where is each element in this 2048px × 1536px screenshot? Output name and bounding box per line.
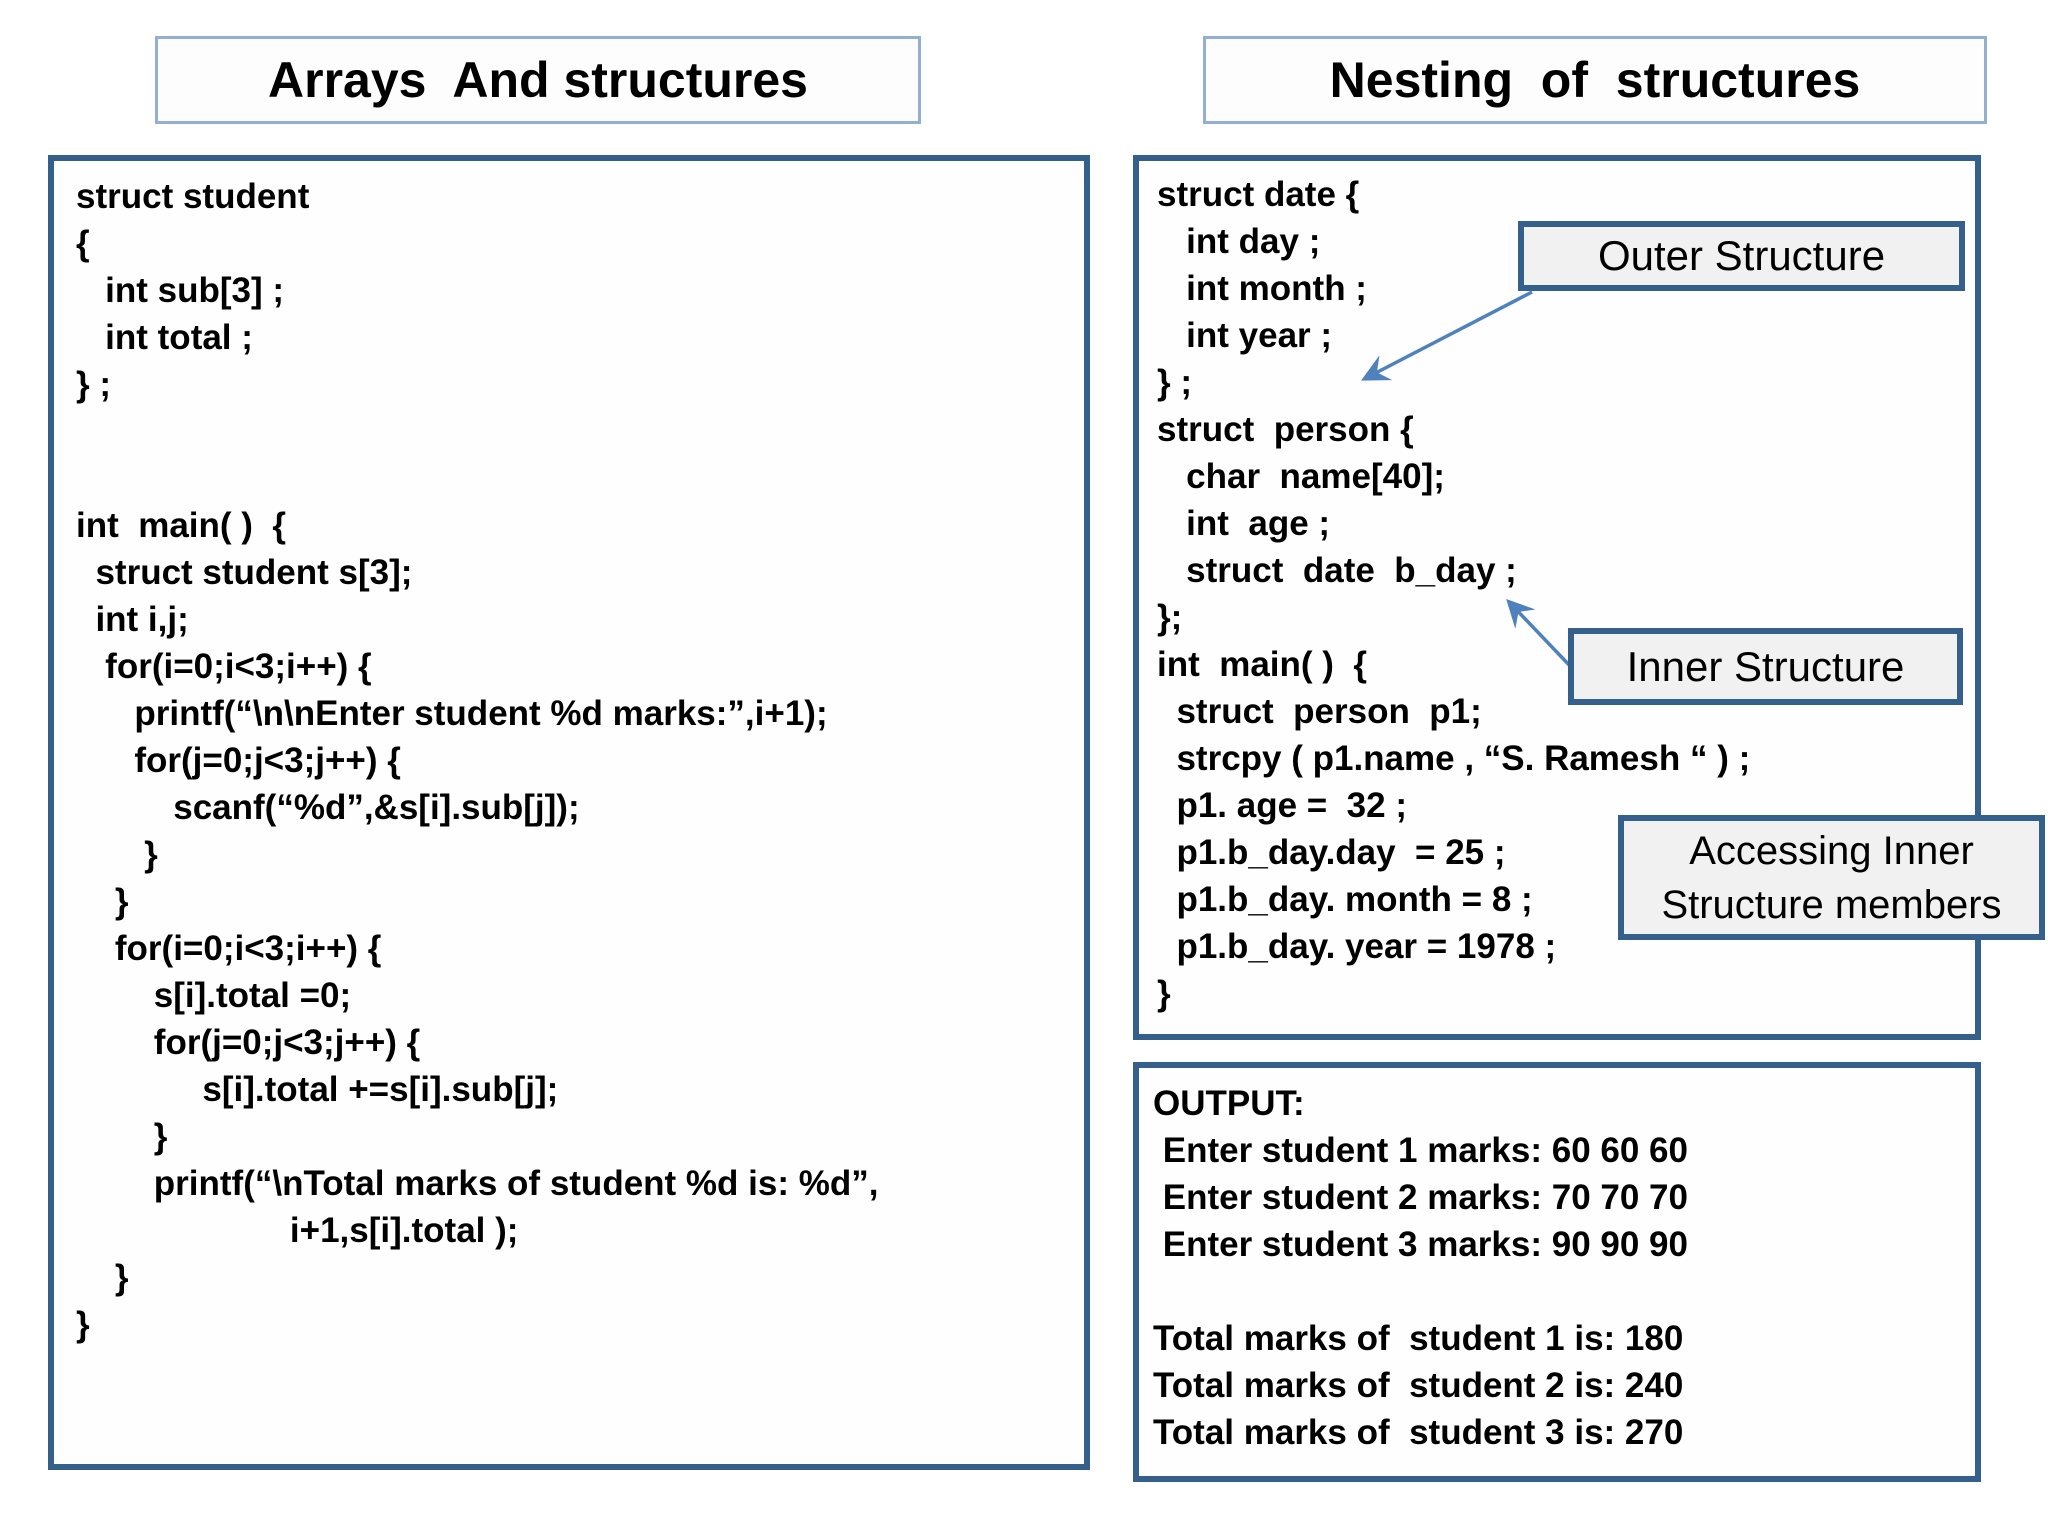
code-line: scanf(“%d”,&s[i].sub[j]); [76,788,580,827]
accessing-members-callout: Accessing Inner Structure members [1618,815,2045,940]
code-line: { [76,224,90,263]
code-line: int i,j; [76,600,189,639]
code-line [1153,1268,1967,1315]
outer-structure-callout: Outer Structure [1518,221,1965,291]
code-line: int total ; [76,318,253,357]
code-line: for(j=0;j<3;j++) { [76,741,401,780]
outer-structure-label: Outer Structure [1597,232,1886,279]
arrays-title-label: Arrays And structures [268,52,808,108]
code-line: } [76,1117,168,1156]
code-line: s[i].total +=s[i].sub[j]; [76,1070,559,1109]
code-line: char name[40]; [1157,457,1445,496]
code-line: struct student [76,177,310,216]
code-line: Total marks of student 3 is: 270 [1153,1413,1684,1452]
code-line: Total marks of student 1 is: 180 [1153,1319,1684,1358]
code-line: int main( ) { [1157,645,1367,684]
code-line: struct person { [1157,410,1414,449]
nesting-code-panel: struct date { int day ; int month ; int … [1133,155,1981,1040]
code-line: int sub[3] ; [76,271,285,310]
inner-structure-label: Inner Structure [1626,642,1905,690]
code-line: OUTPUT: [1153,1084,1305,1123]
code-line: for(j=0;j<3;j++) { [76,1023,421,1062]
code-line: } [1157,974,1171,1013]
code-line: int day ; [1157,222,1321,261]
code-line: p1.b_day.day = 25 ; [1157,833,1506,872]
code-line: i+1,s[i].total ); [76,1211,519,1250]
nesting-title-box: Nesting of structures [1203,36,1987,124]
nesting-title-label: Nesting of structures [1329,52,1861,108]
code-line: printf(“\n\nEnter student %d marks:”,i+1… [76,694,828,733]
code-line: struct person p1; [1157,692,1482,731]
arrays-code-panel: struct student { int sub[3] ; int total ;… [48,155,1090,1470]
code-line: for(i=0;i<3;i++) { [76,929,382,968]
output-panel: OUTPUT: Enter student 1 marks: 60 60 60 … [1133,1062,1981,1482]
code-line: int month ; [1157,269,1367,308]
code-line: } [76,1305,90,1344]
code-line: } [76,882,129,921]
code-line: } ; [1157,363,1192,402]
accessing-members-label-line1: Accessing Inner [1689,828,1974,873]
code-line: strcpy ( p1.name , “S. Ramesh “ ) ; [1157,739,1751,778]
code-line: struct date b_day ; [1157,551,1517,590]
code-line: p1.b_day. year = 1978 ; [1157,927,1557,966]
code-line: int year ; [1157,316,1333,355]
arrays-title-box: Arrays And structures [155,36,921,124]
code-line: Enter student 2 marks: 70 70 70 [1153,1178,1688,1217]
inner-structure-callout: Inner Structure [1568,628,1963,705]
code-line: Enter student 1 marks: 60 60 60 [1153,1131,1688,1170]
code-line: printf(“\nTotal marks of student %d is: … [76,1164,879,1203]
code-line: } ; [76,365,111,404]
code-line [76,408,1074,455]
code-line: } [76,835,158,874]
code-line: int age ; [1157,504,1331,543]
code-line: } [76,1258,129,1297]
code-line: for(i=0;i<3;i++) { [76,647,372,686]
code-line: Total marks of student 2 is: 240 [1153,1366,1684,1405]
code-line [76,455,1074,502]
accessing-members-label-line2: Structure members [1661,882,2002,927]
code-line: struct student s[3]; [76,553,413,592]
code-line: p1.b_day. month = 8 ; [1157,880,1533,919]
code-line: Enter student 3 marks: 90 90 90 [1153,1225,1688,1264]
code-line: s[i].total =0; [76,976,352,1015]
code-line: }; [1157,598,1183,637]
code-line: int main( ) { [76,506,286,545]
code-line: struct date { [1157,175,1360,214]
code-line: p1. age = 32 ; [1157,786,1407,825]
